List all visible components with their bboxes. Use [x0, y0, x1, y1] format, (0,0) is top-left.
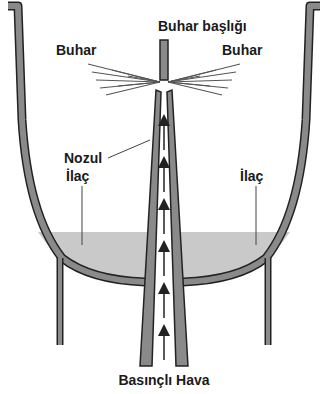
part-label: İlaç — [66, 168, 89, 184]
part-label: Basınçlı Hava — [118, 372, 209, 388]
part-label: Nozul — [64, 150, 102, 166]
part-label: Buhar — [56, 42, 96, 58]
leader-lines — [82, 140, 256, 245]
air-arrows — [163, 120, 165, 360]
part-label: Buhar başlığı — [158, 18, 247, 34]
part-label: Buhar — [222, 42, 262, 58]
steam-head — [160, 40, 168, 80]
part-label: İlaç — [240, 168, 263, 184]
